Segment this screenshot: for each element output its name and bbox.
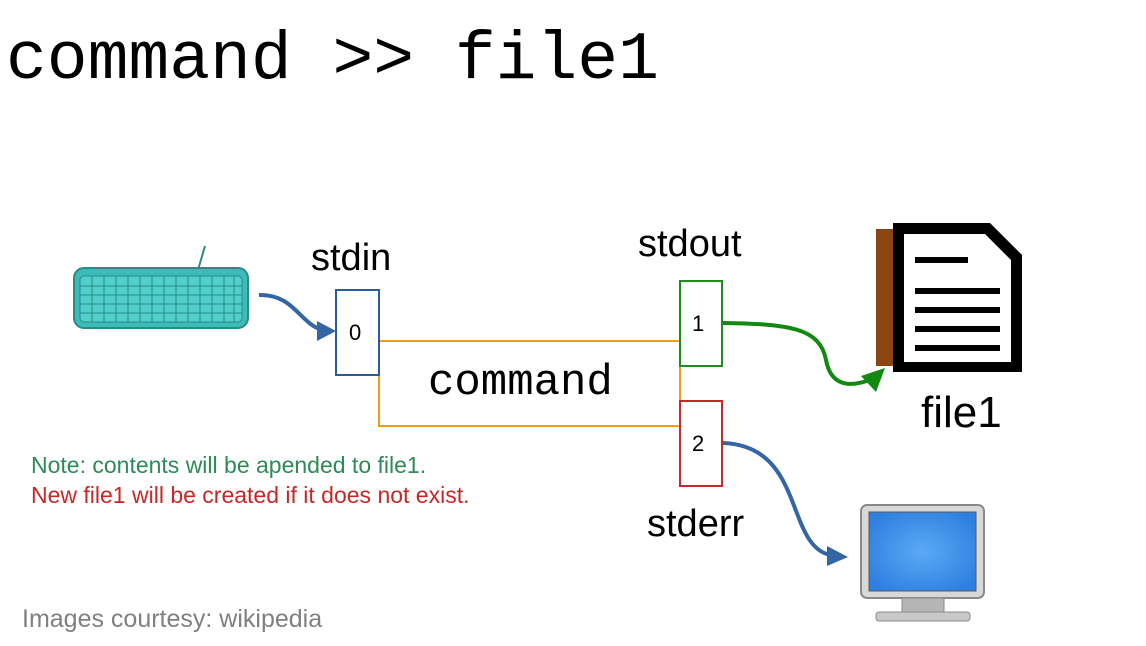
monitor-icon — [860, 504, 985, 622]
stdin-label: stdin — [311, 237, 392, 279]
stderr-arrowhead — [827, 546, 848, 566]
stdout-label: stdout — [638, 223, 742, 265]
slide-title: command >> file1 — [6, 22, 659, 99]
stdout-arrow — [722, 321, 876, 386]
file-label: file1 — [921, 388, 1002, 437]
image-credit: Images courtesy: wikipedia — [22, 605, 323, 633]
stdout-arrowhead — [861, 368, 885, 392]
stderr-label: stderr — [647, 503, 745, 545]
stderr-arrow — [722, 441, 831, 557]
command-label: command — [428, 358, 613, 408]
create-note: New file1 will be created if it does not… — [31, 482, 470, 508]
keyboard-icon — [73, 245, 249, 329]
stdout-fd-number: 1 — [692, 311, 705, 336]
file-document-icon — [876, 223, 1022, 372]
stderr-fd-number: 2 — [692, 431, 705, 456]
append-note: Note: contents will be apended to file1. — [31, 452, 427, 478]
stdin-fd-box — [335, 289, 380, 376]
stdout-fd-box — [679, 280, 723, 367]
stdin-fd-number: 0 — [349, 320, 362, 345]
stderr-fd-box — [679, 400, 723, 487]
command-connector — [378, 340, 681, 427]
stdin-arrowhead — [317, 321, 336, 341]
